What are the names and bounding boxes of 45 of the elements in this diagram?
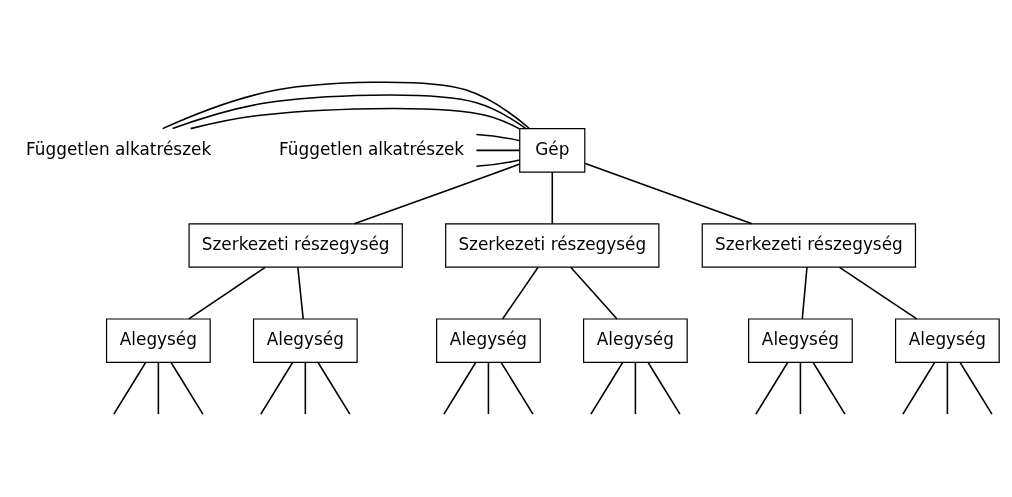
connector <box>157 361 159 415</box>
connector <box>589 361 624 415</box>
connector <box>958 361 993 415</box>
connector <box>112 361 146 415</box>
connector <box>646 361 681 415</box>
connector <box>475 133 520 142</box>
connector <box>569 266 618 320</box>
connector <box>634 361 636 415</box>
connector <box>799 361 801 415</box>
connector <box>169 361 204 415</box>
node-box: Szerkezeti részegység <box>188 223 403 268</box>
connector <box>475 149 520 152</box>
node-box: Alegység <box>747 318 853 363</box>
node-box: Alegység <box>105 318 211 363</box>
connector <box>296 266 304 320</box>
connector <box>487 361 489 415</box>
connector <box>501 266 539 320</box>
connector <box>442 361 477 415</box>
node-box: Szerkezeti részegység <box>444 223 659 268</box>
node-box: Alegység <box>582 318 688 363</box>
connector <box>801 266 808 320</box>
connector <box>171 94 526 130</box>
node-text: Független alkatrészek <box>25 138 211 159</box>
connector <box>584 162 753 225</box>
connector <box>187 266 266 320</box>
node-text: Független alkatrészek <box>278 138 464 159</box>
connector <box>551 171 553 225</box>
connector <box>901 361 936 415</box>
node-box: Alegység <box>435 318 541 363</box>
node-box: Szerkezeti részegység <box>701 223 916 268</box>
node-box: Alegység <box>252 318 358 363</box>
connector <box>754 361 789 415</box>
connector <box>189 107 520 130</box>
node-box: Alegység <box>894 318 1000 363</box>
connector <box>499 361 534 415</box>
connector <box>838 266 917 320</box>
connector <box>352 163 520 225</box>
connector <box>811 361 846 415</box>
connector <box>946 361 948 415</box>
connector <box>161 81 530 130</box>
node-box: Gép <box>518 128 585 173</box>
connector <box>259 361 293 415</box>
connector <box>475 159 520 167</box>
connector <box>304 361 306 415</box>
connector <box>316 361 351 415</box>
